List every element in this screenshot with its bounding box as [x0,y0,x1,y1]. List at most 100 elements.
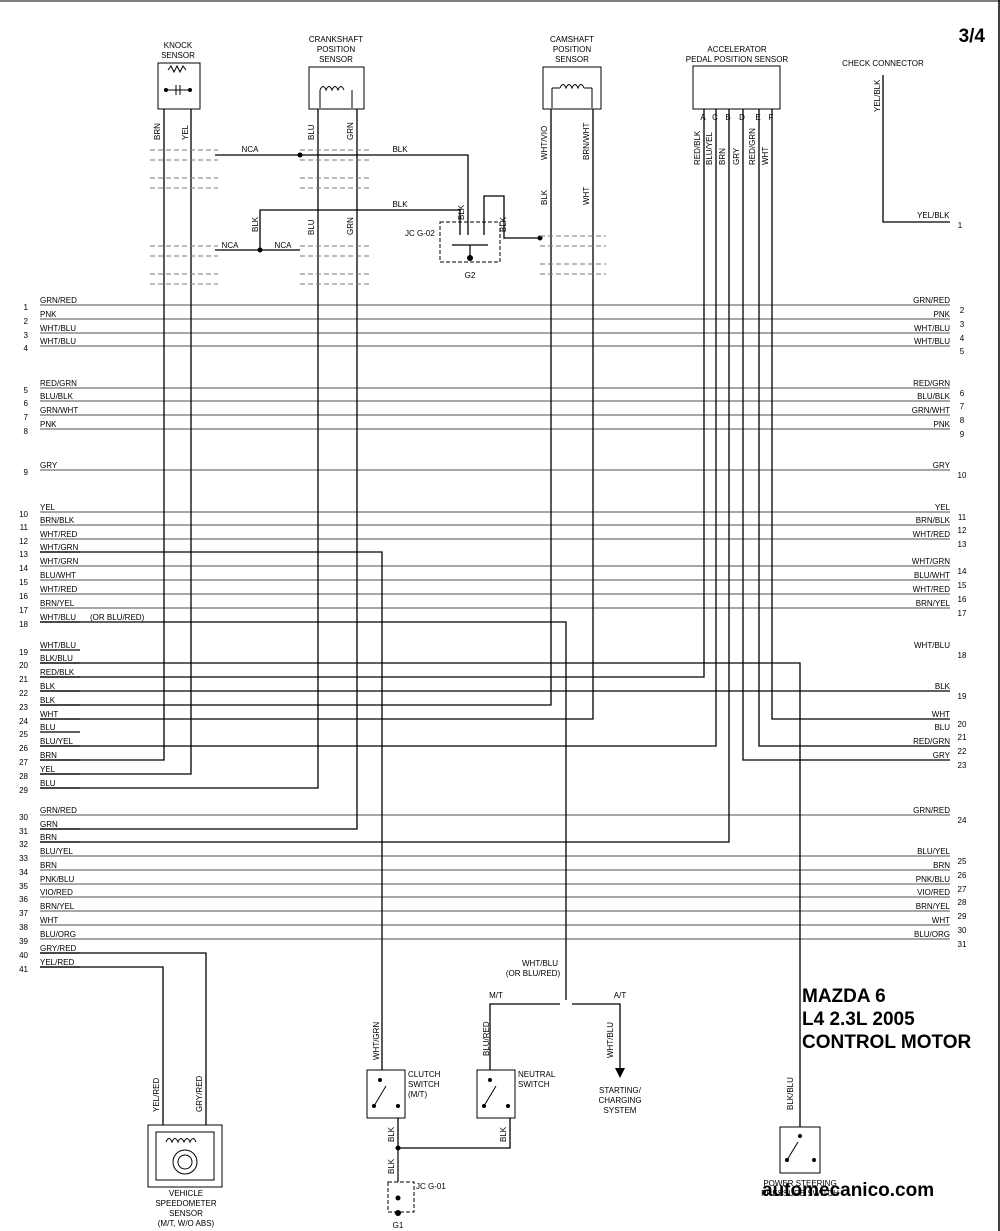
wire-label: GRN [346,217,355,235]
crank-blu-wire [40,109,319,789]
left-wire-27: BRN [40,751,57,760]
left-wire-24: WHT [40,710,58,719]
connector-rows: 1GRN/RED2PNK3WHT/BLU4WHT/BLU5RED/GRN6BLU… [19,296,967,974]
left-wire-21: RED/BLK [40,668,75,677]
right-wire-12: BRN/BLK [916,516,951,525]
at-wire [572,1003,621,1068]
left-wire-17: BRN/YEL [40,599,75,608]
left-pin-37: 37 [19,909,28,918]
accelerator-pedal-position-sensor: ACCELERATOR PEDAL POSITION SENSOR [686,45,788,110]
app-pin-D: D [739,113,745,122]
left-wire-15: BLU/WHT [40,571,76,580]
wire-label: BLK [499,216,508,232]
left-pin-10: 10 [19,510,28,519]
app-red-grn-wire [758,109,950,747]
g2-label: G2 [465,271,476,280]
right-wire-21: BLU [934,723,950,732]
left-pin-19: 19 [19,648,28,657]
left-wire-40: GRY/RED [40,944,77,953]
cam-label-1: CAMSHAFT [550,35,594,44]
crank-shield-ground [300,154,469,235]
left-pin-41: 41 [19,965,28,974]
wire-label: BLK [387,1158,396,1174]
left-wire-3: WHT/BLU [40,324,76,333]
wire-label: GRY/RED [195,1075,204,1112]
left-pin-9: 9 [24,468,29,477]
starting-charging-system: STARTING/ CHARGING SYSTEM [598,1086,641,1115]
left-pin-18: 18 [19,620,28,629]
left-pin-8: 8 [24,427,29,436]
app-wire-label: WHT [761,147,770,165]
neutral-switch: NEUTRAL SWITCH [476,1069,556,1119]
crank-grn-wire [40,109,358,830]
left-pin-28: 28 [19,772,28,781]
camshaft-sensor: CAMSHAFT POSITION SENSOR [542,35,602,110]
wire-label: BLK [251,216,260,232]
right-pin-11: 11 [958,513,967,522]
left-wire-4: WHT/BLU [40,337,76,346]
left-wire-37: BRN/YEL [40,902,75,911]
right-pin-9: 9 [960,430,965,439]
left-wire-32: BRN [40,833,57,842]
right-pin-19: 19 [958,692,967,701]
right-wire-6: RED/GRN [913,379,950,388]
wire-label: NCA [275,241,293,250]
left-wire-16: WHT/RED [40,585,78,594]
wire-label: WHT [582,187,591,205]
neutral-label-2: SWITCH [518,1080,550,1089]
left-pin-25: 25 [19,730,28,739]
app-wire-label: RED/BLK [693,130,702,165]
right-wire-5: WHT/BLU [914,337,950,346]
wire-label: A/T [614,991,627,1000]
left-wire-8: PNK [40,420,57,429]
left-wire-13: WHT/GRN [40,543,78,552]
title-line-1: MAZDA 6 [802,986,886,1007]
or-blu-red-note: (OR BLU/RED) [90,613,145,622]
left-pin-20: 20 [19,661,28,670]
vss-label-4: (M/T, W/O ABS) [158,1219,215,1228]
app-wire-label: BRN [718,148,727,165]
right-pin-13: 13 [958,540,967,549]
vss-label-3: SENSOR [169,1209,203,1218]
crank-label-3: SENSOR [319,55,353,64]
check-connector-wire [882,75,950,223]
wire-label: BLK [499,1126,508,1142]
right-pin-26: 26 [958,871,967,880]
left-wire-12: WHT/RED [40,530,78,539]
left-pin-4: 4 [24,344,29,353]
splice-dot [257,247,263,253]
footer-site: automecanico.com [762,1180,934,1201]
wire-label: NCA [222,241,240,250]
ps-label-2: PRESSURE SWITCH [761,1189,839,1198]
right-pin-17: 17 [958,609,967,618]
splice-dot [395,1145,401,1151]
app-pin-C: C [712,113,718,122]
right-wire-31: BLU/ORG [914,930,950,939]
right-wire-7: BLU/BLK [917,392,951,401]
right-pin-10: 10 [958,471,967,480]
clutch-wire [40,551,383,1070]
right-wire-19: BLK [935,682,951,691]
wire-label: BLK/BLU [786,1077,795,1110]
page-number: 3/4 [959,26,986,47]
left-wire-9: GRY [40,461,58,470]
right-wire-29: BRN/YEL [916,902,951,911]
right-wire-8: GRN/WHT [912,406,950,415]
wire-label: BRN/WHT [582,123,591,160]
right-wire-24: GRN/RED [913,806,950,815]
left-wire-35: PNK/BLU [40,875,74,884]
left-pin-40: 40 [19,951,28,960]
left-pin-33: 33 [19,854,28,863]
left-pin-1: 1 [24,303,29,312]
right-wire-14: WHT/GRN [912,557,950,566]
selector-wire [40,621,567,1000]
ground-g1: JC G-01 G1 [387,1181,446,1230]
app-pin-A: A [700,113,706,122]
left-wire-31: GRN [40,820,58,829]
right-pin-21: 21 [958,733,967,742]
left-wire-2: PNK [40,310,57,319]
left-wire-6: BLU/BLK [40,392,74,401]
at-arrow [615,1068,625,1078]
right-pin-27: 27 [958,885,967,894]
